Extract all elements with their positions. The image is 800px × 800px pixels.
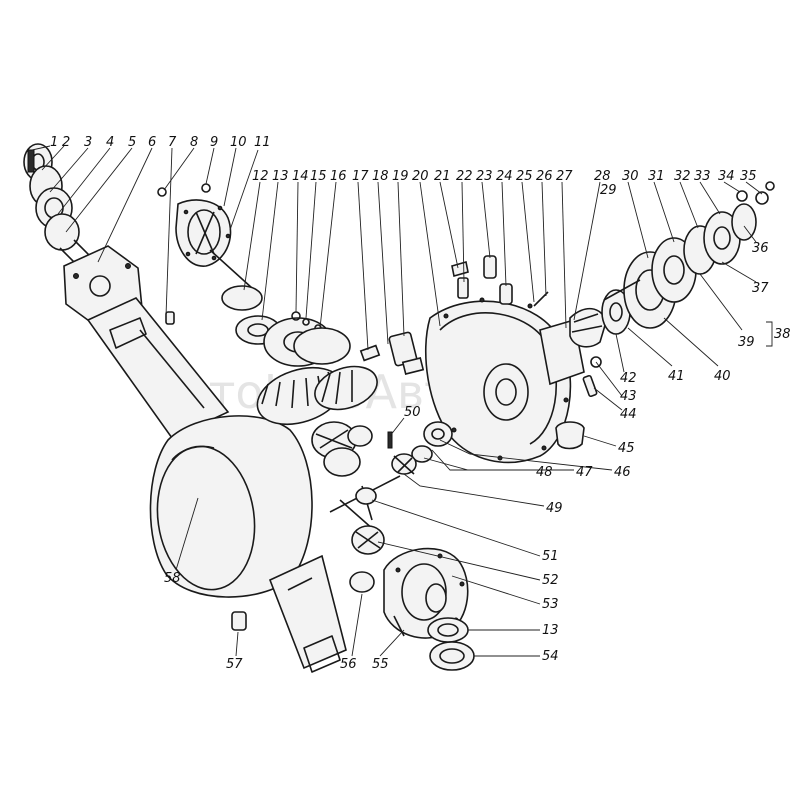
callout-43: 43 bbox=[620, 389, 637, 404]
callout-39: 39 bbox=[738, 335, 755, 350]
callout-10: 10 bbox=[230, 135, 247, 150]
drive-pinion-assembly bbox=[569, 181, 775, 348]
callout-5: 5 bbox=[128, 135, 136, 150]
callout-51: 51 bbox=[542, 549, 559, 564]
callout-3: 3 bbox=[84, 135, 92, 150]
differential-case-lower bbox=[329, 453, 475, 671]
callout-54: 54 bbox=[542, 649, 559, 664]
callout-15: 15 bbox=[310, 169, 327, 184]
callout-9: 9 bbox=[210, 135, 218, 150]
callout-13: 13 bbox=[272, 169, 289, 184]
callout-4: 4 bbox=[106, 135, 114, 150]
callout-47: 47 bbox=[576, 465, 593, 480]
hub-flange-assembly bbox=[157, 183, 263, 311]
ring-gear-differential bbox=[256, 331, 425, 477]
callout-52: 52 bbox=[542, 573, 559, 588]
callout-25: 25 bbox=[516, 169, 533, 184]
callout-14: 14 bbox=[292, 169, 309, 184]
callout-24: 24 bbox=[496, 169, 513, 184]
axle-housing bbox=[63, 245, 347, 673]
callout-46: 46 bbox=[614, 465, 631, 480]
callout-56: 56 bbox=[340, 657, 357, 672]
callout-45: 45 bbox=[618, 441, 635, 456]
callout-58: 58 bbox=[164, 571, 181, 586]
callout-7: 7 bbox=[168, 135, 177, 150]
callout-labels: 1 2 3 4 5 6 7 8 9 10 11 12 13 14 15 16 1… bbox=[50, 135, 791, 672]
callout-53: 53 bbox=[542, 597, 559, 612]
callout-42: 42 bbox=[620, 371, 637, 386]
callout-38: 38 bbox=[774, 327, 791, 342]
callout-28: 28 bbox=[594, 169, 611, 184]
callout-19: 19 bbox=[392, 169, 409, 184]
differential-left-bearing-gears bbox=[235, 311, 351, 367]
final-drive-carrier bbox=[411, 255, 602, 464]
callout-12: 12 bbox=[252, 169, 269, 184]
callout-13-lower: 13 bbox=[542, 623, 559, 638]
callout-49: 49 bbox=[546, 501, 563, 516]
callout-30: 30 bbox=[622, 169, 639, 184]
callout-26: 26 bbox=[536, 169, 553, 184]
callout-16: 16 bbox=[330, 169, 347, 184]
callout-20: 20 bbox=[412, 169, 429, 184]
callout-23: 23 bbox=[476, 169, 493, 184]
callout-21: 21 bbox=[434, 169, 451, 184]
callout-55: 55 bbox=[372, 657, 389, 672]
callout-32: 32 bbox=[674, 169, 691, 184]
callout-31: 31 bbox=[648, 169, 665, 184]
callout-37: 37 bbox=[752, 281, 769, 296]
callout-22: 22 bbox=[456, 169, 473, 184]
callout-17: 17 bbox=[352, 169, 369, 184]
callout-18: 18 bbox=[372, 169, 389, 184]
callout-6: 6 bbox=[148, 135, 156, 150]
callout-27: 27 bbox=[556, 169, 573, 184]
callout-50: 50 bbox=[404, 405, 421, 420]
callout-29: 29 bbox=[600, 183, 617, 198]
callout-34: 34 bbox=[718, 169, 735, 184]
callout-8: 8 bbox=[190, 135, 198, 150]
callout-41: 41 bbox=[668, 369, 685, 384]
callout-40: 40 bbox=[714, 369, 731, 384]
callout-44: 44 bbox=[620, 407, 637, 422]
leader-lines bbox=[31, 145, 773, 657]
callout-2: 2 bbox=[62, 135, 70, 150]
callout-57: 57 bbox=[226, 657, 243, 672]
callout-48: 48 bbox=[536, 465, 553, 480]
callout-36: 36 bbox=[752, 241, 769, 256]
callout-1: 1 bbox=[50, 135, 58, 150]
callout-11: 11 bbox=[254, 135, 271, 150]
callout-33: 33 bbox=[694, 169, 711, 184]
callout-35: 35 bbox=[740, 169, 757, 184]
